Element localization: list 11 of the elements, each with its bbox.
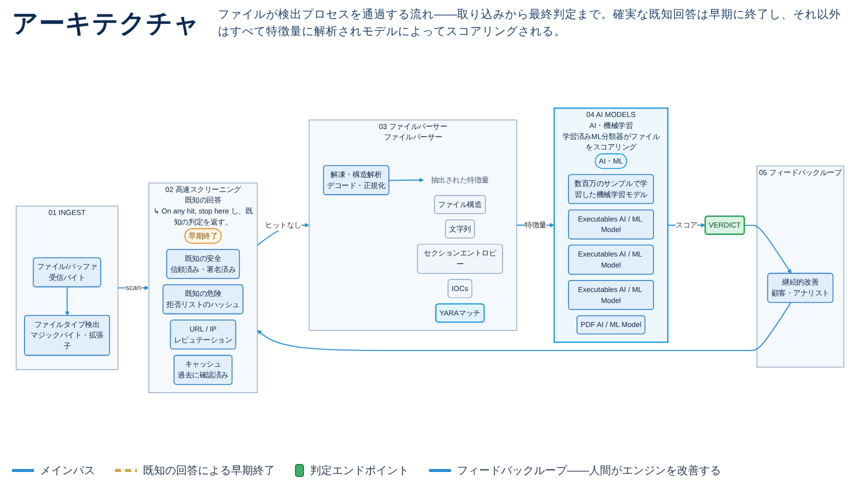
arrow — [257, 302, 792, 352]
page-title: アーキテクチャ — [12, 7, 200, 40]
legend-text: 判定エンドポイント — [310, 464, 409, 478]
legend-text: メインパス — [40, 464, 95, 478]
arrow — [64, 287, 70, 316]
legend-text: 既知の回答による早期終了 — [143, 464, 275, 478]
arrow — [668, 222, 706, 228]
arrow — [744, 224, 792, 274]
description-text: ファイルが検出プロセスを通過する流れ——取り込みから最終判定まで。確実な既知回答は早期に終了し、それ以外はすべて特徴量に解析されモデルによってスコアリングされる。 — [218, 7, 842, 40]
legend-text: フィードバックループ——人間がエンジンを改善する — [457, 464, 721, 478]
arrow — [389, 178, 424, 183]
